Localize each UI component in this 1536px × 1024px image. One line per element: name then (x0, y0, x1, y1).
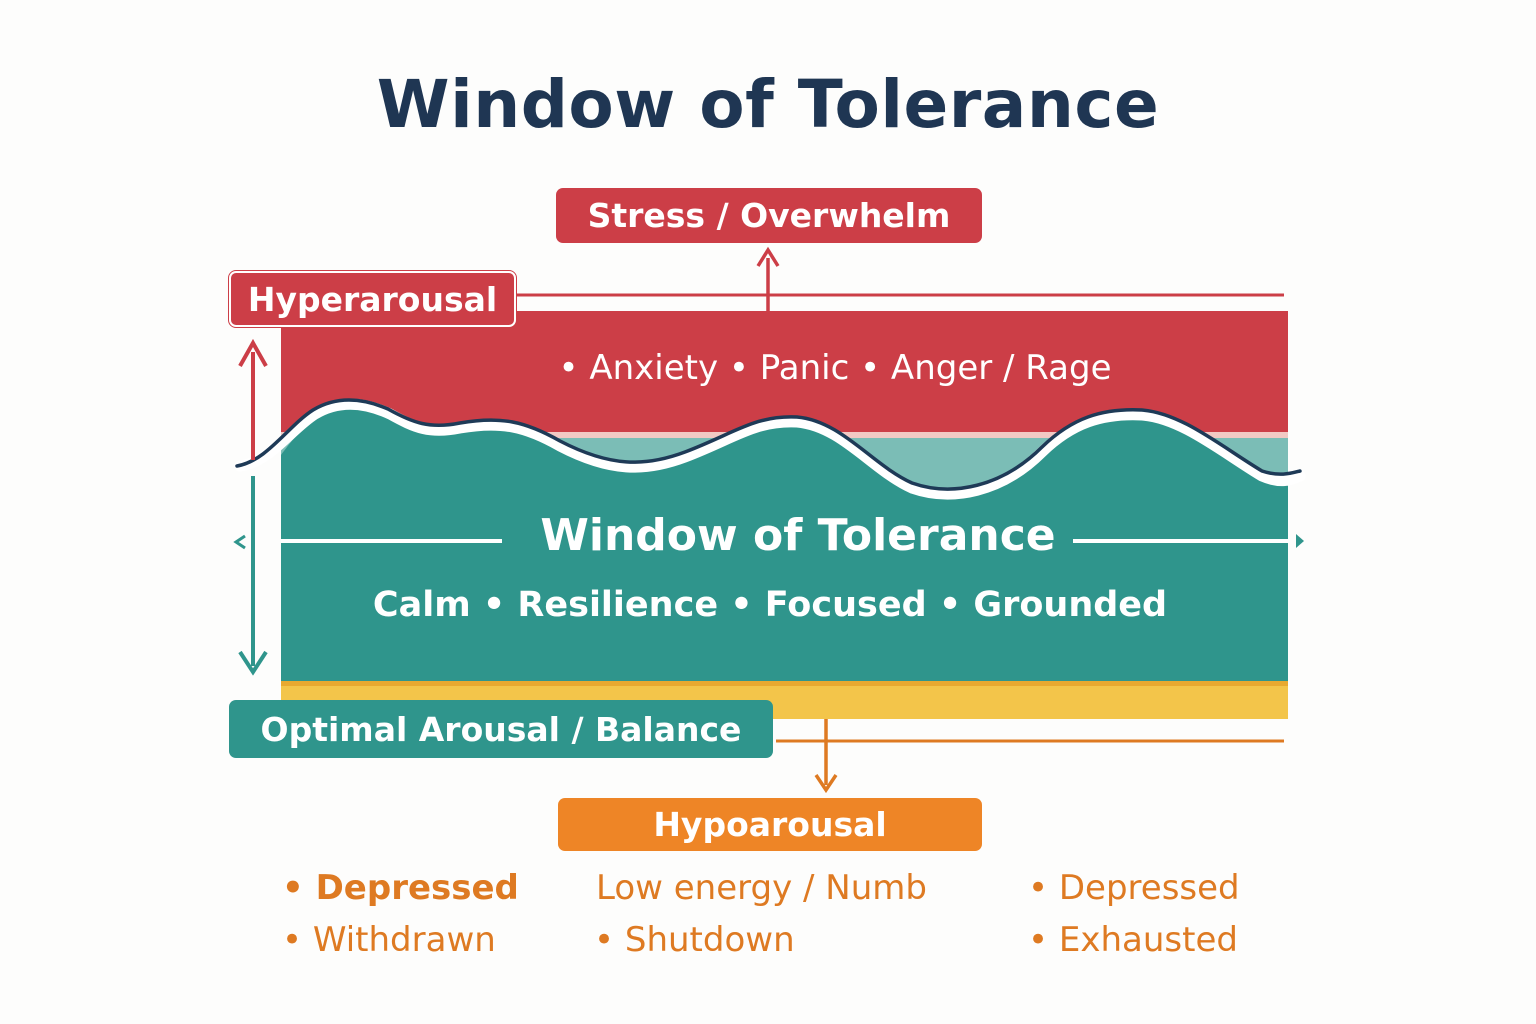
hypoarousal-label: Hypoarousal (558, 798, 982, 851)
right-side-arrow-head (1296, 534, 1304, 548)
hypo-state-item: Low energy / Numb (596, 868, 927, 908)
stress-overwhelm-label: Stress / Overwhelm (556, 188, 982, 243)
hyperarousal-label: Hyperarousal (229, 271, 516, 327)
stress-arrow-head (756, 246, 780, 267)
left-side-arrow-head (233, 534, 246, 550)
hyperarousal-states: • Anxiety • Panic • Anger / Rage (558, 348, 1112, 388)
wave-highlight (234, 398, 1306, 500)
hypo-state-item: • Withdrawn (282, 920, 496, 960)
window-of-tolerance-label: Window of Tolerance (540, 510, 1056, 561)
hypo-state-item: • Depressed (282, 868, 519, 908)
hypoarousal-band-edge (281, 681, 1288, 686)
hypo-state-item: • Depressed (1028, 868, 1240, 908)
window-down-arrow-head (238, 650, 268, 676)
page-title: Window of Tolerance (376, 66, 1160, 143)
window-of-tolerance-band (281, 403, 1288, 684)
hypo-arrow-head (814, 774, 838, 794)
window-states: Calm • Resilience • Focused • Grounded (372, 585, 1168, 625)
hypo-state-item: • Shutdown (594, 920, 795, 960)
optimal-arousal-label: Optimal Arousal / Balance (229, 700, 773, 758)
hypo-state-item: • Exhausted (1028, 920, 1238, 960)
wave-outline (235, 398, 1302, 491)
hyper-up-arrow-head (238, 338, 268, 367)
